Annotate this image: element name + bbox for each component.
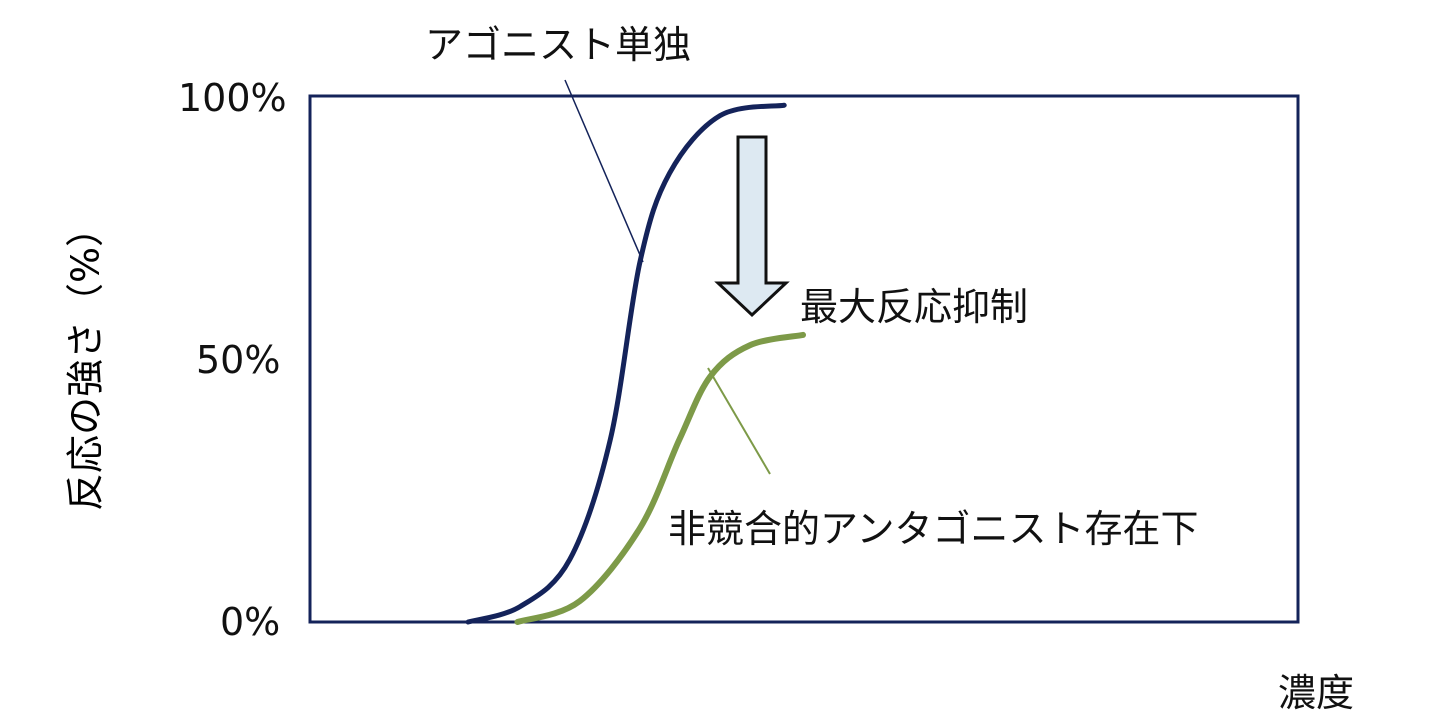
max-response-suppression-label: 最大反応抑制 xyxy=(800,285,1029,329)
y-axis-label: 反応の強さ（%） xyxy=(55,209,110,511)
y-axis-label-text: 反応の強さ（%） xyxy=(63,208,108,512)
antagonist-leader-line xyxy=(707,367,771,475)
ytick-0: 0% xyxy=(220,600,281,644)
max-response-suppression-arrow xyxy=(714,135,790,318)
agonist-leader-line xyxy=(564,79,644,263)
ytick-50: 50% xyxy=(196,338,281,382)
antagonist-label: 非競合的アンタゴニスト存在下 xyxy=(668,507,1199,551)
plot-frame xyxy=(308,94,1300,624)
noncompetitive-antagonist-curve xyxy=(514,331,807,625)
agonist-label: アゴニスト単独 xyxy=(425,23,692,67)
ytick-100: 100% xyxy=(178,76,287,120)
agonist-alone-curve xyxy=(465,102,787,625)
x-axis-label: 濃度 xyxy=(1278,671,1355,715)
